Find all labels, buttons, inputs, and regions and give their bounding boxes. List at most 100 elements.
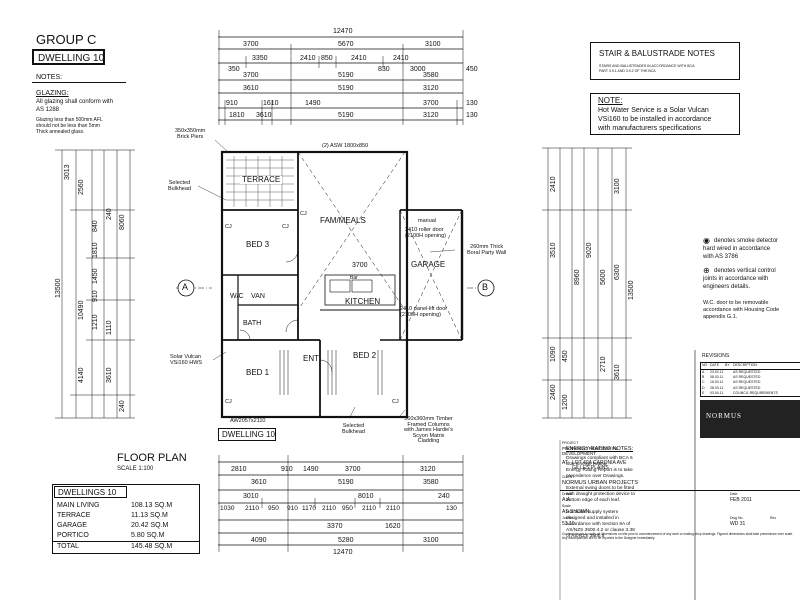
dim-bot-r4-f: 2110 (322, 505, 336, 512)
note-bulkhead-bottom: Selected Bulkhead (342, 423, 365, 435)
dwg-label: Dwg No. (730, 516, 744, 520)
dim-bot-r4-h: 2110 (362, 505, 376, 512)
notes-rule (32, 82, 126, 83)
area-total-rule (53, 541, 199, 542)
dim-right-11: 2460 (550, 384, 557, 400)
dim-right-8: 13500 (628, 280, 635, 300)
dim-top-r5-c: 1490 (305, 100, 321, 107)
room-van: VAN (251, 293, 265, 300)
dim-right-9: 3610 (614, 364, 621, 380)
dim-left-4: 840 (92, 220, 99, 232)
project-value: PROPOSED RESIDENTIAL DEVELOPMENT (562, 446, 619, 456)
dim-bot-r4-i: 2110 (386, 505, 400, 512)
room-bath: BATH (243, 320, 262, 327)
energy-note-line: Energy Rating Report is to take (566, 468, 633, 473)
dim-bot-r1-d: 3700 (345, 466, 361, 473)
rev-header-no: NO (702, 363, 708, 367)
scale-value: AS SHOWN (562, 509, 590, 515)
dim-top-r2b-c: 3000 (410, 66, 426, 73)
area-row-value: 11.13 SQ.M (131, 512, 168, 519)
cj-label-3: CJ (282, 224, 289, 230)
revision-cell: C (702, 380, 705, 385)
energy-note-line: Star Energy Rating (566, 462, 607, 467)
dim-right-10: 1090 (550, 346, 557, 362)
dim-top-overall: 12470 (333, 28, 353, 35)
dim-bot-r4-e: 1170 (302, 505, 316, 512)
dim-top-r4-c: 3120 (423, 85, 439, 92)
energy-note-line: designed and installed in (566, 516, 619, 521)
revisions-title: REVISIONS (702, 353, 730, 359)
area-row-label: TOTAL (57, 543, 79, 550)
grid-marker-b: B (482, 282, 489, 292)
area-row-label: MAIN LIVING (57, 502, 100, 509)
dwelling-tag-bottom: DWELLING 10 (218, 428, 276, 441)
area-schedule: DWELLINGS 10 MAIN LIVING 108.13 SQ.M TER… (52, 484, 200, 554)
stair-notes-line-2: PART 3.9.1 AND 3.9.2 OF THE BCA (599, 69, 656, 73)
revision-cell: 16.03.11 (710, 380, 724, 385)
dwelling-tag: DWELLING 10 (32, 49, 105, 65)
energy-note-line: External swing doors to be fitted (566, 486, 635, 491)
glazing-title: GLAZING: (36, 90, 69, 97)
dim-bot-r6-b: 5280 (338, 537, 354, 544)
dim-right-7: 6300 (614, 264, 621, 280)
dim-top-r6-e: 130 (466, 112, 478, 119)
legend-vent-2: joints in accordance with (703, 276, 769, 282)
scale-label: Scale (562, 504, 571, 508)
revision-cell: 28.03.11 (710, 385, 724, 390)
dim-bot-r4-d: 910 (287, 505, 298, 512)
dim-bot-r2-b: 5190 (338, 479, 354, 486)
firm-logo: NORMUS (700, 400, 800, 438)
legend-smoke-2: hard wired in accordance (703, 246, 771, 252)
note-party-wall: 260mm Thick Boral Party Wall (467, 244, 507, 256)
dwg-value: WD 31 (730, 521, 746, 527)
dim-bot-r4-g: 950 (342, 505, 353, 512)
revision-cell: A (702, 370, 705, 374)
note-window-bottom: AW2057x2110 (230, 418, 266, 424)
dim-left-8: 1210 (92, 314, 99, 330)
revision-cell: AS REQUESTED (733, 385, 761, 390)
smoke-detector-icon: ◉ (703, 236, 710, 245)
dim-left-1: 3013 (64, 164, 71, 180)
area-schedule-title-box: DWELLINGS 10 (54, 486, 127, 498)
dim-right-6: 5600 (600, 269, 607, 285)
dim-top-r3-c: 3580 (423, 72, 439, 79)
room-fam-meals: FAM/MEALS (320, 216, 366, 225)
note-timber-columns: 360x360mm Timber Framed Columns with Jam… (404, 416, 454, 444)
legend-wc-3: appendix G.1. (703, 314, 738, 320)
dim-bot-r3-b: 8010 (358, 493, 374, 500)
energy-note-line: Hot water supply system (566, 510, 619, 515)
revision-cell: AS REQUESTED (733, 380, 761, 385)
revision-cell: 03.04.11 (710, 390, 724, 395)
dwelling-tag-bottom-label: DWELLING 10 (222, 430, 275, 439)
dim-top-r2b-a: 350 (228, 66, 240, 73)
room-bed1: BED 1 (246, 368, 270, 377)
dim-top-r2-b: 2410 (300, 55, 316, 62)
glazing-line-3: Glazing less than 500mm AFL (36, 117, 103, 123)
dim-bot-r1-c: 1490 (303, 466, 319, 473)
dim-bot-r6-c: 3100 (423, 537, 439, 544)
dim-top-r1-c: 3100 (425, 41, 441, 48)
dim-top-r5-e: 130 (466, 100, 478, 107)
job-label: Job No. (562, 516, 575, 520)
room-ent: ENT (303, 354, 319, 363)
dim-right-2: 3100 (614, 178, 621, 194)
hws-note-line-2: VSi160 to be installed in accordance (598, 116, 712, 123)
dim-left-2: 2560 (78, 179, 85, 195)
energy-note-line: accordance with Section 8A of (566, 522, 631, 527)
dim-top-r2-a: 3350 (252, 55, 268, 62)
stair-notes-title: STAIR & BALUSTRADE NOTES (599, 49, 715, 58)
note-manual: manual (418, 218, 437, 224)
glazing-line-1: All glazing shall conform with (36, 99, 114, 105)
dim-bot-r4-a: 1030 (220, 505, 235, 512)
note-bulkhead-top: Selected Bulkhead (168, 180, 191, 192)
room-bed3: BED 3 (246, 240, 270, 249)
note-solar-hws: Solar Vulcan VSi160 HWS (170, 354, 203, 366)
client-label: CLIENT (562, 475, 575, 479)
dim-left-6: 1450 (92, 268, 99, 284)
project-label: PROJECT (562, 441, 579, 445)
firm-name: NORMUS (706, 412, 742, 420)
dim-left-11: 3610 (106, 367, 113, 383)
dim-right-12: 450 (562, 350, 569, 362)
